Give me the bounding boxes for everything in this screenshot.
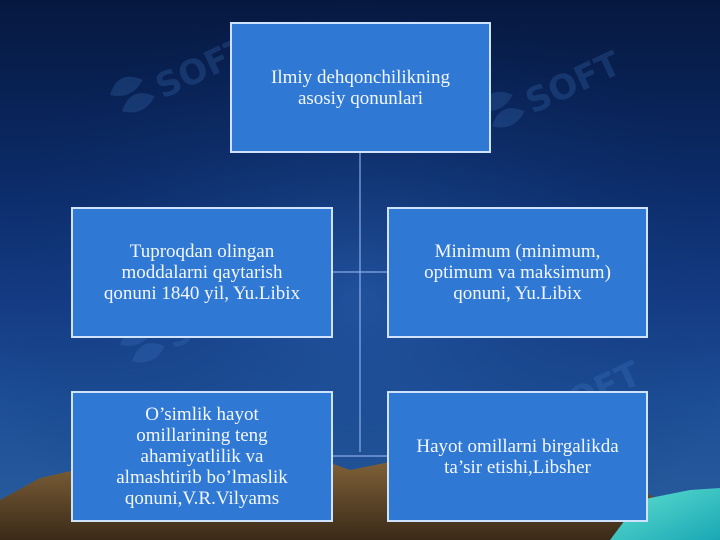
node-right-1-text: Minimum (minimum, optimum va maksimum) q…	[424, 241, 611, 304]
root-node-text: Ilmiy dehqonchilikning asosiy qonunlari	[271, 66, 450, 109]
node-right-1: Minimum (minimum, optimum va maksimum) q…	[387, 207, 648, 338]
connector-lines	[333, 153, 387, 457]
node-left-2: O’simlik hayot omillarining teng ahamiya…	[71, 391, 333, 522]
node-left-2-text: O’simlik hayot omillarining teng ahamiya…	[116, 404, 288, 509]
node-right-2-text: Hayot omillarni birgalikda ta’sir etishi…	[416, 435, 619, 478]
root-node: Ilmiy dehqonchilikning asosiy qonunlari	[230, 22, 491, 153]
node-left-1: Tuproqdan olingan moddalarni qaytarish q…	[71, 207, 333, 338]
node-right-2: Hayot omillarni birgalikda ta’sir etishi…	[387, 391, 648, 522]
node-left-1-text: Tuproqdan olingan moddalarni qaytarish q…	[103, 241, 301, 304]
teal-accent	[610, 488, 720, 540]
